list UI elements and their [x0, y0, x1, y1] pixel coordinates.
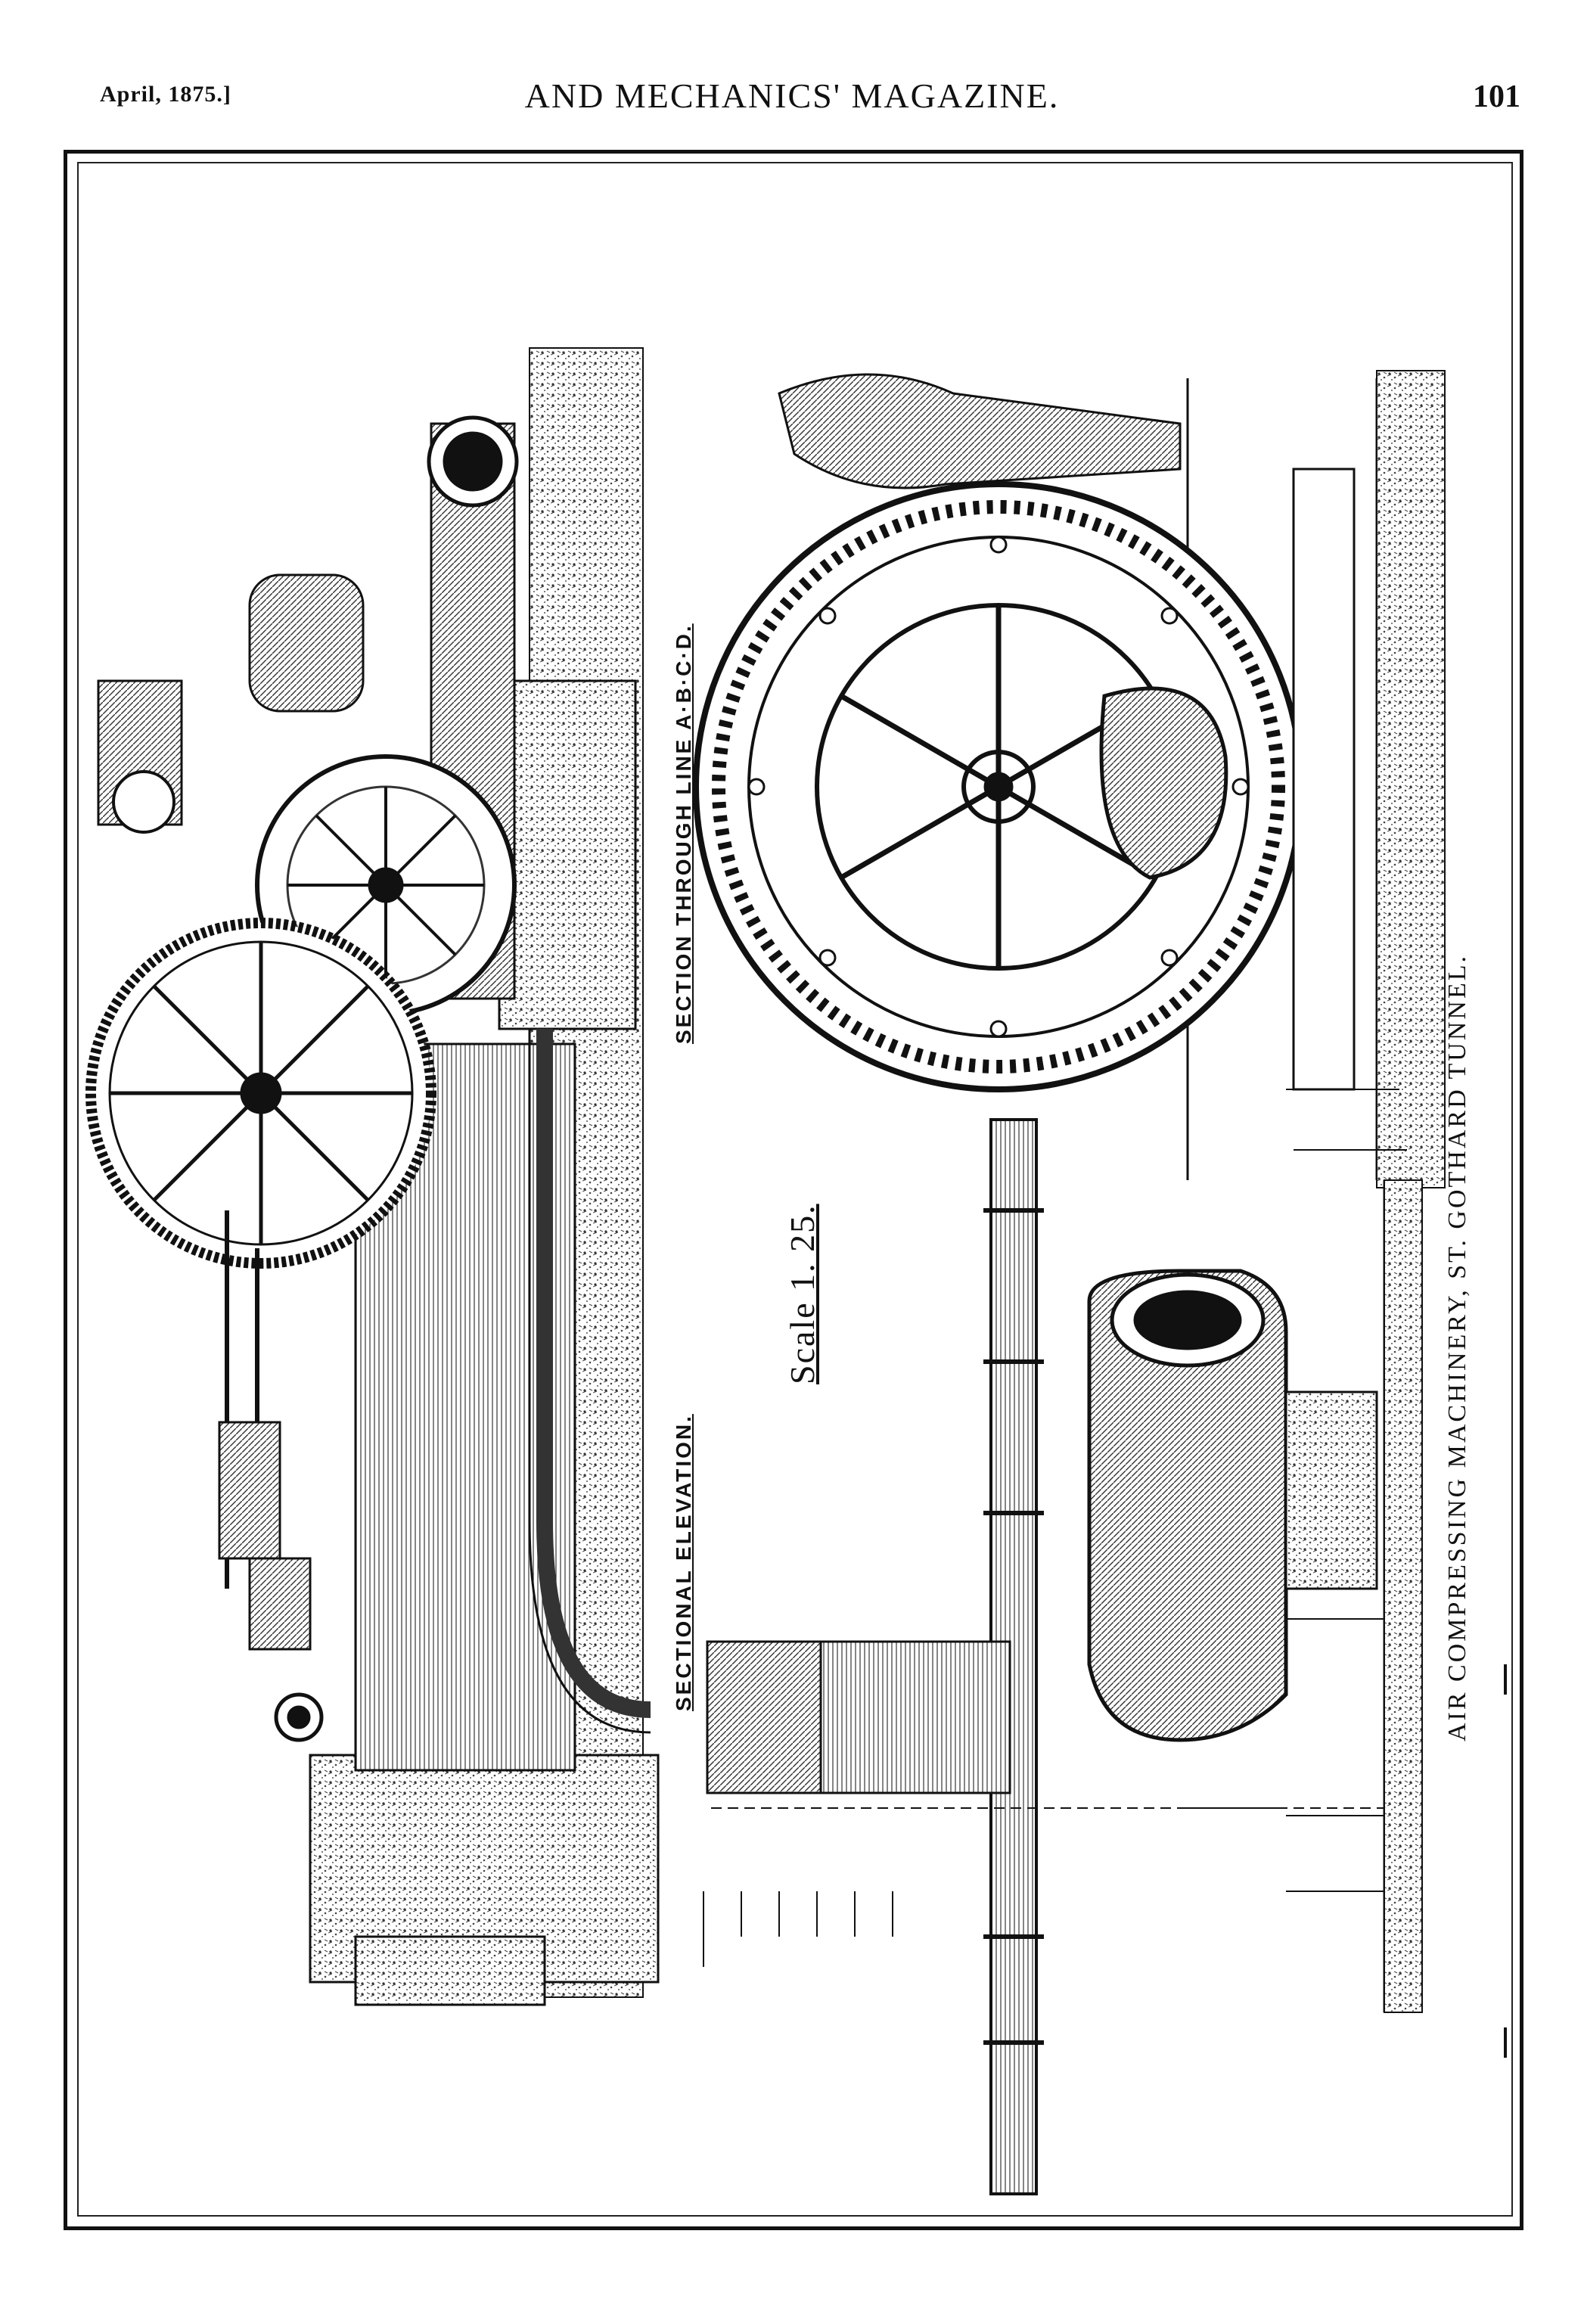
section-label: SECTION THROUGH LINE A·B·C·D.: [672, 623, 695, 1044]
foundation-block: [498, 679, 637, 1030]
scale-label: Scale 1. 25.: [783, 1204, 822, 1384]
engine-cylinder: [218, 1421, 281, 1560]
culvert-pipe: [536, 1029, 651, 1718]
section-drawing: [85, 347, 660, 2006]
plate-caption: AIR COMPRESSING MACHINERY, ST. GOTHARD T…: [1443, 954, 1471, 1741]
elevation-label: SECTIONAL ELEVATION.: [672, 1414, 695, 1711]
plate-border: [64, 150, 1523, 2230]
page-number: 101: [1473, 79, 1520, 114]
workman-figure: [778, 373, 1182, 489]
header-title: AND MECHANICS' MAGAZINE.: [524, 76, 1060, 115]
header-date: April, 1875.]: [100, 82, 231, 107]
inlet-chamber: [1099, 686, 1228, 880]
plate-inner-border: [77, 162, 1513, 2217]
wall-masonry: [1376, 370, 1446, 1188]
wheel-support: [1292, 468, 1356, 1091]
elevation-drawing: [693, 370, 1507, 2195]
flywheel-housing: [706, 1640, 822, 1794]
receiver-vessel: [248, 573, 365, 713]
cylinder-base: [1284, 1390, 1378, 1590]
compressor-cylinder: [1087, 1269, 1288, 1742]
